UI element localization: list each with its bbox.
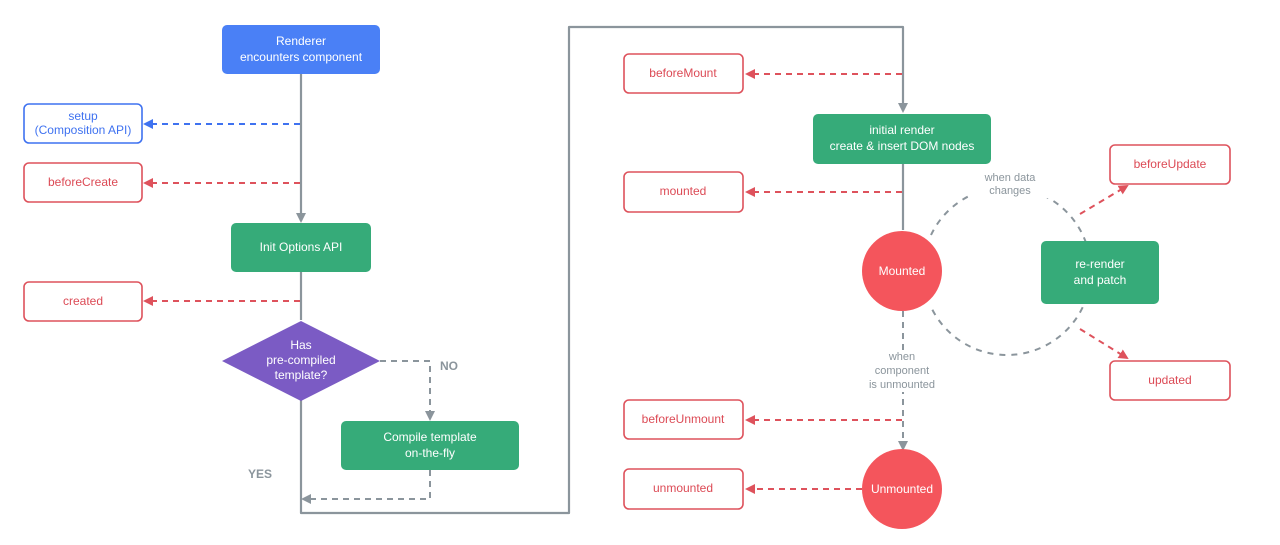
updated-hook: updated (1109, 360, 1231, 401)
when-unmounted-label: when component is unmounted (858, 350, 946, 392)
mounted-state-node: Mounted (862, 231, 942, 311)
svg-text:on-the-fly: on-the-fly (405, 446, 455, 460)
svg-text:mounted: mounted (660, 184, 707, 198)
svg-text:Has: Has (290, 338, 311, 352)
mounted-hook: mounted (623, 171, 744, 213)
rerender-node: re-render and patch (1041, 241, 1159, 304)
init-options-node: Init Options API (231, 223, 371, 272)
has-template-decision: Has pre-compiled template? (222, 321, 380, 401)
svg-text:changes: changes (989, 185, 1031, 197)
hook-edge-updated (1079, 328, 1129, 360)
svg-text:pre-compiled: pre-compiled (266, 353, 335, 367)
before-unmount-hook: beforeUnmount (623, 399, 744, 440)
svg-text:Mounted: Mounted (879, 264, 926, 278)
svg-text:component: component (875, 365, 929, 377)
svg-text:updated: updated (1148, 373, 1191, 387)
initial-render-node: initial render create & insert DOM nodes (813, 114, 991, 164)
edges (143, 25, 1129, 515)
svg-text:is unmounted: is unmounted (869, 379, 935, 391)
svg-text:beforeMount: beforeMount (649, 66, 717, 80)
svg-text:setup: setup (68, 109, 98, 123)
created-hook: created (23, 281, 143, 322)
svg-text:(Composition API): (Composition API) (35, 123, 132, 137)
svg-text:encounters component: encounters component (240, 50, 363, 64)
flow-edge-no-branch (380, 360, 435, 421)
renderer-node: Renderer encounters component (222, 25, 380, 74)
yes-label: YES (248, 467, 272, 481)
svg-text:Init Options API: Init Options API (260, 240, 343, 254)
svg-text:beforeCreate: beforeCreate (48, 175, 118, 189)
unmounted-hook: unmounted (623, 468, 744, 510)
setup-hook: setup (Composition API) (23, 103, 143, 144)
svg-text:re-render: re-render (1075, 257, 1124, 271)
when-data-changes-label: when data changes (970, 170, 1050, 198)
nodes: Renderer encounters component setup (Com… (23, 25, 1231, 529)
svg-text:beforeUnmount: beforeUnmount (642, 412, 725, 426)
svg-text:template?: template? (275, 368, 328, 382)
svg-text:when: when (888, 351, 915, 363)
svg-text:Unmounted: Unmounted (871, 482, 933, 496)
before-create-hook: beforeCreate (23, 162, 143, 203)
svg-text:create & insert DOM nodes: create & insert DOM nodes (830, 139, 975, 153)
flow-edge-compile-return (301, 470, 431, 504)
svg-text:beforeUpdate: beforeUpdate (1134, 157, 1207, 171)
svg-text:when data: when data (984, 172, 1037, 184)
unmounted-state-node: Unmounted (862, 449, 942, 529)
edge-labels: NO YES when data changes when component … (248, 170, 1050, 481)
svg-text:Compile template: Compile template (383, 430, 477, 444)
before-mount-hook: beforeMount (623, 53, 744, 94)
svg-text:created: created (63, 294, 103, 308)
before-update-hook: beforeUpdate (1109, 144, 1231, 185)
no-label: NO (440, 359, 458, 373)
svg-text:and patch: and patch (1074, 273, 1127, 287)
svg-text:Renderer: Renderer (276, 34, 326, 48)
hook-edge-before-update (1079, 184, 1129, 215)
svg-text:unmounted: unmounted (653, 481, 713, 495)
compile-template-node: Compile template on-the-fly (341, 421, 519, 470)
svg-text:initial render: initial render (869, 123, 934, 137)
